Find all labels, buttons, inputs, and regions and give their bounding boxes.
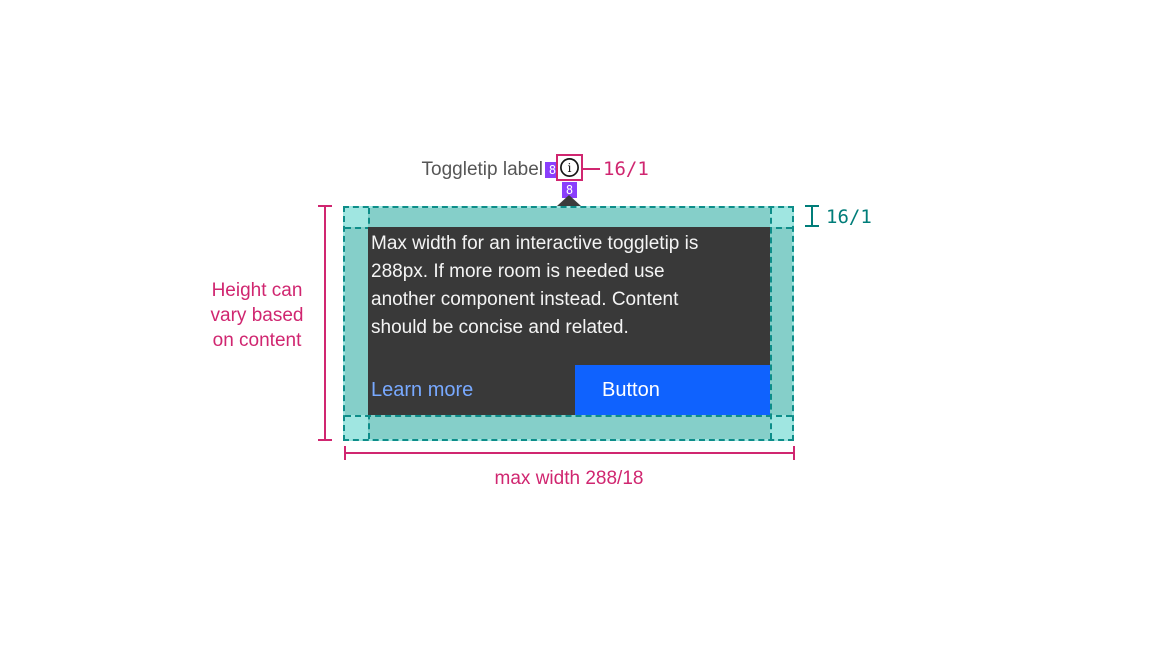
toggletip-popover: Max width for an interactive toggletip i… <box>368 227 770 415</box>
inner-dashed-line-right <box>770 208 772 439</box>
toggletip-actions: Learn more Button <box>368 365 770 415</box>
max-width-note: max width 288/18 <box>494 468 644 489</box>
padding-strip-left <box>345 227 368 415</box>
padding-strip-bottom <box>368 415 770 439</box>
spacing-badge-8-below: 8 <box>562 182 577 198</box>
padding-ruler-cap-bottom <box>805 225 819 227</box>
information-icon: i <box>559 157 580 178</box>
padding-strip-top <box>368 208 770 227</box>
padding-ruler-cap-top <box>805 205 819 207</box>
height-ruler-stem <box>324 205 326 441</box>
width-ruler-cap-left <box>344 446 346 460</box>
padding-ruler-stem <box>811 205 813 227</box>
toggletip-trigger-button[interactable]: i <box>556 154 583 181</box>
svg-text:i: i <box>568 160 572 175</box>
inner-dashed-line-bottom <box>345 415 792 417</box>
height-ruler-cap-bottom <box>318 439 332 441</box>
width-ruler-line <box>344 452 795 454</box>
icon-size-annotation: 16/1 <box>603 158 649 180</box>
annotation-connector-line <box>583 168 600 170</box>
height-ruler-cap-top <box>318 205 332 207</box>
width-ruler-cap-right <box>793 446 795 460</box>
toggletip-body-text: Max width for an interactive toggletip i… <box>371 233 699 338</box>
toggletip-label: Toggletip label <box>421 159 543 180</box>
learn-more-link[interactable]: Learn more <box>371 378 474 401</box>
height-note: Height can vary based on content <box>210 280 304 351</box>
padding-strip-right <box>770 227 792 415</box>
toggletip-action-button[interactable]: Button <box>575 365 770 415</box>
padding-annotation: 16/1 <box>826 206 872 228</box>
toggletip-padding-overlay: Max width for an interactive toggletip i… <box>343 206 794 441</box>
tooltip-caret <box>557 195 581 206</box>
